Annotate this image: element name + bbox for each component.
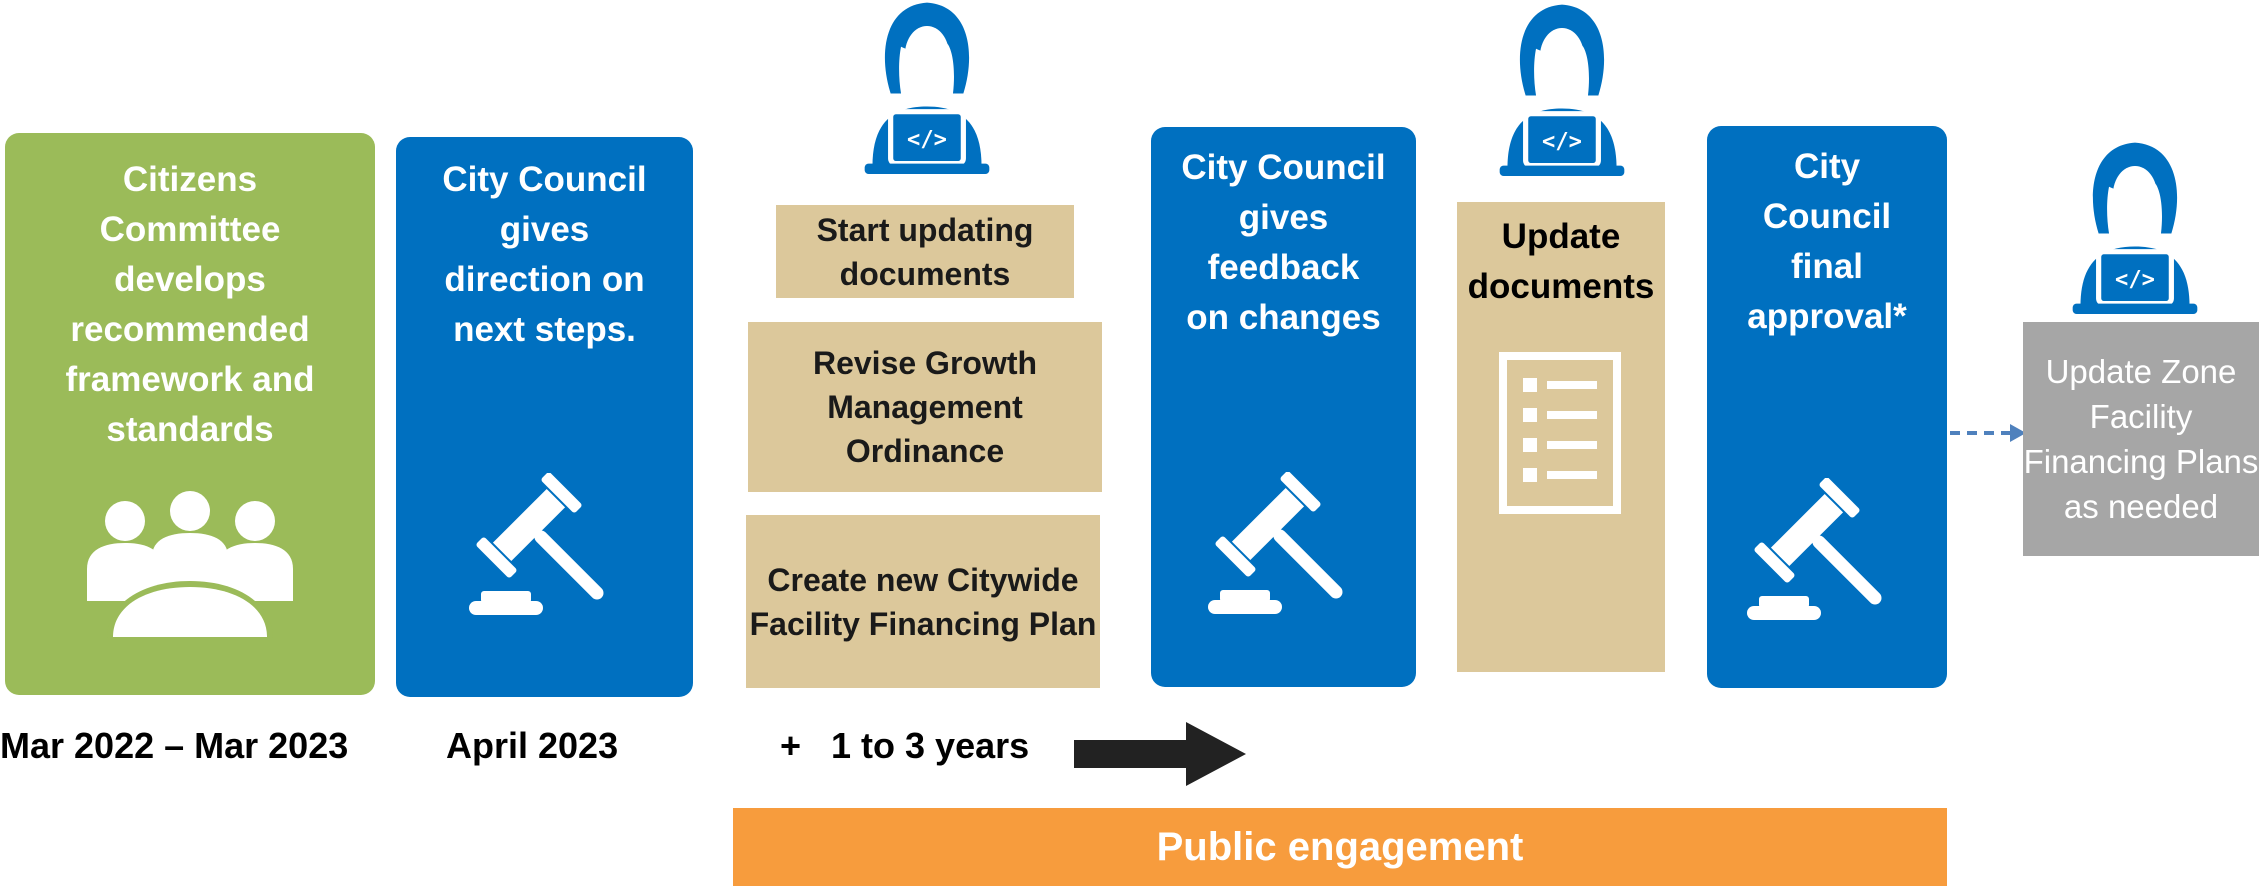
update-documents-text: Update documents: [1467, 217, 1655, 306]
developer-laptop-icon: [1497, 2, 1627, 176]
update-zone-box: Update Zone Facility Financing Plans as …: [2023, 322, 2259, 556]
create-plan-text: Create new Citywide Facility Financing P…: [749, 561, 1097, 642]
dashed-arrow: [1950, 424, 2026, 442]
citizens-committee-text: Citizens Committee develops recommended …: [65, 160, 315, 449]
revise-ordinance-box: Revise Growth Management Ordinance: [748, 322, 1102, 492]
update-zone-text: Update Zone Facility Financing Plans as …: [2023, 353, 2259, 525]
public-engagement-banner: Public engagement: [733, 808, 1947, 886]
council-feedback-box: City Council gives feedback on changes: [1151, 127, 1416, 687]
gavel-icon: [1747, 478, 1897, 628]
developer-laptop-icon: [862, 0, 992, 174]
meeting-people-icon: [87, 491, 293, 639]
start-updating-box: Start updating documents: [776, 205, 1074, 298]
timeline-arrow: [1074, 722, 1246, 786]
developer-laptop-icon: [2070, 140, 2200, 314]
council-direction-text: City Council gives direction on next ste…: [442, 160, 647, 349]
create-plan-box: Create new Citywide Facility Financing P…: [746, 515, 1100, 688]
citizens-committee-box: Citizens Committee develops recommended …: [5, 133, 375, 695]
checklist-document-icon: [1499, 352, 1621, 514]
council-feedback-text: City Council gives feedback on changes: [1181, 148, 1386, 337]
start-updating-text: Start updating documents: [816, 211, 1034, 292]
revise-ordinance-text: Revise Growth Management Ordinance: [812, 345, 1038, 469]
gavel-icon: [1208, 472, 1358, 622]
timeline-period-2: April 2023: [446, 725, 619, 766]
update-documents-box: Update documents: [1457, 202, 1665, 672]
timeline-duration: + 1 to 3 years: [780, 725, 1030, 766]
council-final-text: City Council final approval*: [1747, 147, 1907, 336]
gavel-icon: [469, 473, 619, 623]
council-final-box: City Council final approval*: [1707, 126, 1947, 688]
council-direction-box: City Council gives direction on next ste…: [396, 137, 693, 697]
timeline-period-1: Mar 2022 – Mar 2023: [0, 725, 349, 766]
